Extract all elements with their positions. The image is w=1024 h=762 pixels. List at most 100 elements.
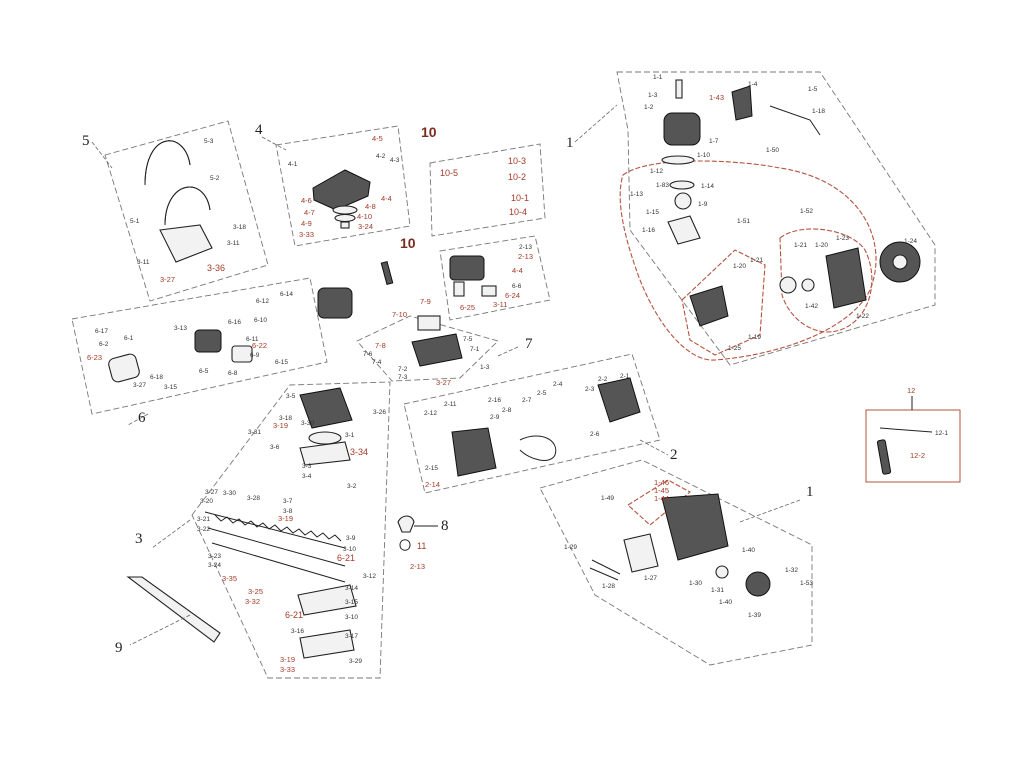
svg-text:12-2: 12-2 [910, 451, 925, 460]
svg-text:2-8: 2-8 [502, 407, 512, 414]
group-1-engine: 1 1-50 1-51 1-52 1-1 1-4 1-5 1-3 1-2 1-4… [566, 71, 936, 366]
svg-text:10-3: 10-3 [508, 156, 526, 166]
fuel-tank [411, 333, 463, 367]
carb-body [194, 329, 222, 353]
crankcase-right [825, 247, 867, 309]
engine-block [317, 287, 353, 319]
svg-text:3-3: 3-3 [302, 463, 312, 470]
svg-text:1-83: 1-83 [656, 182, 669, 189]
svg-text:1-20: 1-20 [733, 263, 746, 270]
svg-text:1-39: 1-39 [748, 612, 761, 619]
group-10-plug: 10 [380, 235, 416, 286]
svg-text:1-3: 1-3 [480, 364, 490, 371]
svg-text:1-21: 1-21 [750, 257, 763, 264]
svg-text:3-33: 3-33 [299, 230, 314, 239]
group-2a: 2-13 2-13 4-4 6-6 6-24 3-11 6-25 [439, 235, 551, 321]
svg-text:1-31: 1-31 [711, 587, 724, 594]
svg-text:3-11: 3-11 [137, 259, 150, 266]
svg-text:3-19: 3-19 [278, 514, 293, 523]
carburetor [449, 255, 485, 281]
svg-text:1-14: 1-14 [701, 183, 714, 190]
svg-text:3-5: 3-5 [286, 393, 296, 400]
svg-text:3-19: 3-19 [280, 655, 295, 664]
clip-part [397, 515, 415, 533]
cutter-blade [204, 511, 346, 583]
svg-text:10-5: 10-5 [440, 168, 458, 178]
svg-text:4-1: 4-1 [288, 161, 298, 168]
svg-text:10-1: 10-1 [511, 193, 529, 203]
svg-text:1-24: 1-24 [904, 238, 917, 245]
svg-text:3-18: 3-18 [233, 224, 246, 231]
svg-text:1-13: 1-13 [630, 191, 643, 198]
svg-text:6-14: 6-14 [280, 291, 293, 298]
svg-text:1-15: 1-15 [646, 209, 659, 216]
svg-text:2-6: 2-6 [590, 431, 600, 438]
svg-text:3-29: 3-29 [349, 658, 362, 665]
svg-text:3-11: 3-11 [227, 240, 240, 247]
svg-text:3-33: 3-33 [280, 665, 295, 674]
group-12-box [865, 409, 961, 483]
svg-text:2-16: 2-16 [488, 397, 501, 404]
svg-text:1-30: 1-30 [689, 580, 702, 587]
piston [674, 192, 692, 210]
svg-text:6-12: 6-12 [256, 298, 269, 305]
engine-cover [312, 169, 371, 211]
svg-text:2-15: 2-15 [425, 465, 438, 472]
svg-text:3-6: 3-6 [270, 444, 280, 451]
svg-text:1-43: 1-43 [709, 93, 724, 102]
svg-text:1-32: 1-32 [785, 567, 798, 574]
svg-text:3-15: 3-15 [164, 384, 177, 391]
svg-text:2-4: 2-4 [553, 381, 563, 388]
svg-text:1-18: 1-18 [812, 108, 825, 115]
svg-text:3-22: 3-22 [197, 526, 210, 533]
group-8: 8 11 2-13 [397, 515, 449, 571]
svg-text:1-28: 1-28 [602, 583, 615, 590]
svg-text:1-40: 1-40 [719, 599, 732, 606]
ignition-coil [731, 85, 753, 121]
svg-text:2-9: 2-9 [490, 414, 500, 421]
blade-plate [297, 584, 357, 616]
svg-text:1-5: 1-5 [808, 86, 818, 93]
svg-text:7-6: 7-6 [363, 351, 373, 358]
svg-text:3-7: 3-7 [283, 498, 293, 505]
group-4-number: 4 [255, 122, 263, 138]
svg-text:4-4: 4-4 [381, 194, 392, 203]
svg-text:6-21: 6-21 [285, 610, 303, 620]
svg-text:1-51: 1-51 [737, 218, 750, 225]
svg-text:3-25: 3-25 [248, 587, 263, 596]
svg-text:3-19: 3-19 [273, 421, 288, 430]
svg-text:2-14: 2-14 [425, 480, 440, 489]
group-10a-number: 10 [421, 124, 437, 140]
svg-text:1-25: 1-25 [728, 345, 741, 352]
svg-text:3-27: 3-27 [436, 378, 451, 387]
svg-text:3-36: 3-36 [207, 263, 225, 273]
group-1b-number: 1 [806, 484, 814, 500]
svg-text:3-32: 3-32 [245, 597, 260, 606]
svg-text:6-8: 6-8 [228, 370, 238, 377]
spark-plug-top [675, 79, 683, 99]
svg-text:3-11: 3-11 [493, 300, 507, 309]
svg-text:6-10: 6-10 [254, 317, 267, 324]
svg-text:3-9: 3-9 [346, 535, 356, 542]
subgroup-1-52 [779, 228, 873, 333]
svg-text:2-2: 2-2 [598, 376, 608, 383]
svg-text:11: 11 [417, 541, 426, 551]
svg-text:12-1: 12-1 [935, 430, 948, 437]
svg-text:3-23: 3-23 [208, 553, 221, 560]
subgroup-1-50 [619, 160, 877, 361]
group-2-number: 2 [670, 447, 678, 463]
group-7-number: 7 [525, 336, 533, 352]
group-2: 2 2-1 2-2 2-3 2-4 2-5 2-6 2-7 2-8 2-9 2-… [403, 353, 678, 494]
svg-text:6-25: 6-25 [460, 303, 475, 312]
svg-text:3-10: 3-10 [343, 546, 356, 553]
svg-text:3-27: 3-27 [160, 275, 175, 284]
gearbox-housing [299, 387, 353, 429]
svg-text:1-50: 1-50 [766, 147, 779, 154]
svg-text:1-27: 1-27 [644, 575, 657, 582]
svg-text:1-40: 1-40 [742, 547, 755, 554]
svg-text:3-10: 3-10 [345, 614, 358, 621]
svg-text:3-24: 3-24 [208, 562, 221, 569]
svg-text:2-13: 2-13 [410, 562, 425, 571]
svg-text:3-31: 3-31 [248, 429, 261, 436]
